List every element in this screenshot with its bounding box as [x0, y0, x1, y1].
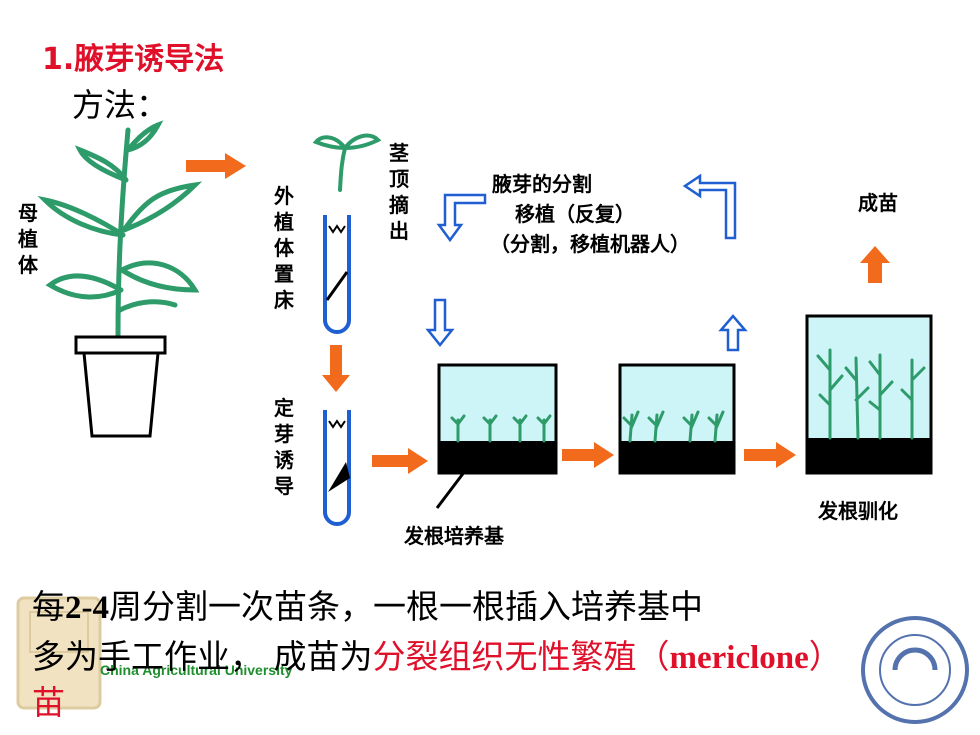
stem-tip-label: 茎顶摘出 [389, 141, 409, 243]
rooting-medium-label: 发根培养基 [404, 524, 504, 548]
university-watermark-text: China Agricultural University [100, 662, 293, 678]
culture-box-2 [618, 363, 736, 475]
bottom-text-line2: 多为手工作业， 成苗为分裂组织无性繁殖（mericlone） [32, 637, 842, 676]
mother-plant-illustration [37, 120, 203, 338]
test-tube-2 [323, 410, 351, 526]
bottom-text-line1: 每2-4周分割一次苗条，一根一根插入培养基中 [32, 587, 703, 626]
bud-induction-label: 定芽诱导 [274, 396, 294, 498]
flower-pot [74, 335, 167, 438]
explant-placement-label: 外植体置床 [274, 184, 294, 312]
process-arrows [186, 153, 890, 474]
stem-tip-sprout [312, 133, 382, 192]
division-label-line3: （分割，移植机器人） [490, 232, 690, 256]
culture-box-1 [437, 363, 558, 475]
slide-title: 1.腋芽诱导法 [42, 42, 225, 77]
seedling-label: 成苗 [858, 191, 898, 215]
college-of-engineering-seal [861, 616, 969, 724]
rooting-acclimation-label: 发根驯化 [818, 499, 898, 523]
method-label: 方法： [72, 86, 169, 124]
mother-plant-label: 母植体 [18, 201, 38, 277]
cau-logo-watermark [16, 596, 102, 710]
test-tube-1 [323, 215, 351, 334]
division-label-line1: 腋芽的分割 [492, 172, 592, 196]
culture-box-3 [805, 314, 933, 475]
bottom-text-line3: 苗 [32, 683, 65, 722]
division-arrows [425, 173, 748, 352]
division-label-line2: 移植（反复） [515, 202, 635, 226]
